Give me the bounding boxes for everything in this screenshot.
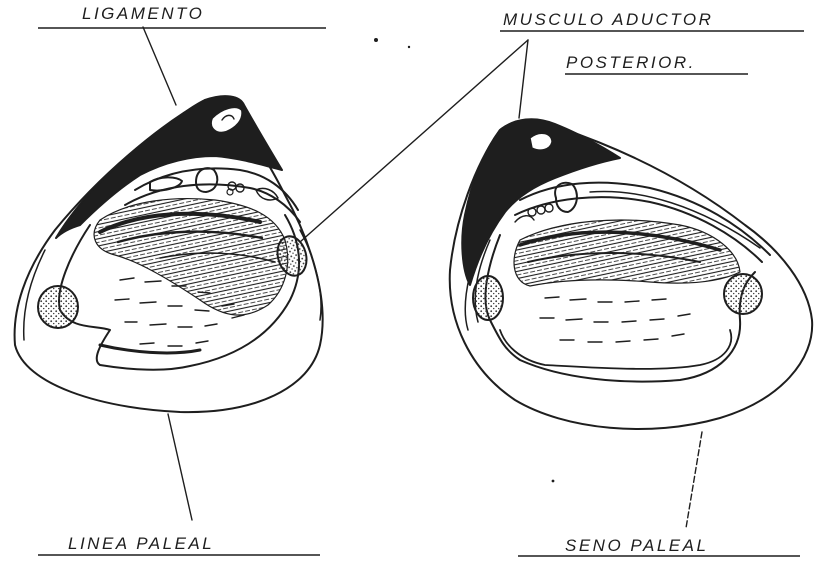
right-anterior-adductor-scar <box>473 276 503 320</box>
label-linea-paleal: LINEA PALEAL <box>68 534 214 554</box>
right-posterior-adductor-scar <box>724 274 762 314</box>
pointer-musculo-right <box>519 40 528 118</box>
left-hinge-tooth <box>196 168 217 192</box>
label-musculo-aductor: MUSCULO ADUCTOR <box>503 10 713 30</box>
label-underlines <box>38 28 804 556</box>
left-anterior-adductor-scar <box>38 286 78 328</box>
pointer-ligamento <box>143 27 176 105</box>
left-shell <box>15 96 323 412</box>
right-hinge-tooth <box>528 208 536 216</box>
pointer-linea <box>168 414 192 520</box>
right-shell <box>450 119 812 429</box>
label-seno-paleal: SENO PALEAL <box>565 536 708 556</box>
left-visceral-mass <box>94 199 288 315</box>
right-pallial-dashes <box>540 297 690 342</box>
pointer-seno <box>686 432 702 528</box>
label-posterior: POSTERIOR. <box>566 53 696 73</box>
label-ligamento: LIGAMENTO <box>82 4 204 24</box>
right-pallial-sinus <box>500 330 731 369</box>
